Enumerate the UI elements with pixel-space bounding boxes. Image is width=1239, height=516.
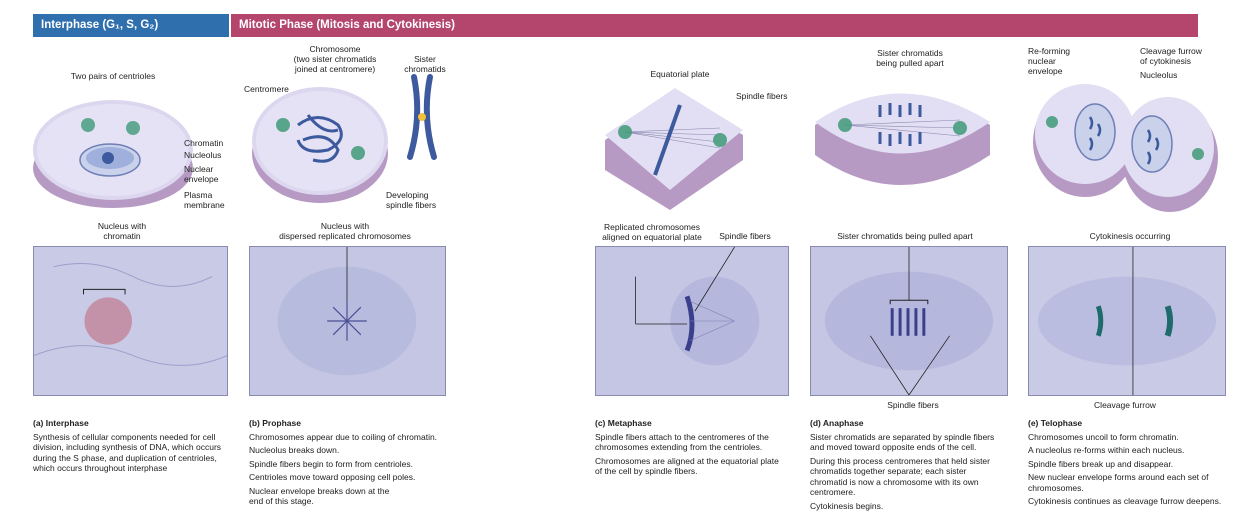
caption-line: New nuclear envelope forms around each s… — [1028, 472, 1209, 493]
anaphase-micrograph — [810, 246, 1008, 396]
caption-line: Spindle fibers begin to form from centri… — [249, 458, 413, 469]
label-reforming-nuclear-envelope: Re-forming nuclear envelope — [1028, 46, 1071, 76]
caption-line: Synthesis of cellular components needed … — [33, 431, 222, 474]
caption-title: (c) Metaphase — [595, 418, 652, 428]
sister-chromatids-icon — [407, 74, 437, 160]
caption-title: (e) Telophase — [1028, 418, 1083, 428]
prophase-cell-illustration — [252, 87, 388, 203]
label-sister-pulled-apart-micro: Sister chromatids being pulled apart — [837, 231, 973, 241]
telophase-cell-illustration — [1033, 84, 1218, 212]
interphase-micrograph — [33, 246, 228, 396]
label-sister-chromatids: Sister chromatids — [404, 54, 446, 74]
caption-line: During this process centromeres that hel… — [810, 455, 990, 498]
mitotic-phase-header: Mitotic Phase (Mitosis and Cytokinesis) — [231, 14, 1198, 37]
caption-line: Sister chromatids are separated by spind… — [810, 431, 995, 453]
caption-line: Spindle fibers break up and disappear. — [1028, 458, 1174, 469]
caption-line: A nucleolus re-forms within each nucleus… — [1028, 445, 1185, 455]
caption-line: Cytokinesis begins. — [810, 500, 884, 511]
caption-metaphase: (c) Metaphase Spindle fibers attach to t… — [595, 418, 805, 480]
label-plasma-membrane: Plasma membrane — [184, 190, 225, 210]
label-cleavage-furrow: Cleavage furrow — [1094, 400, 1156, 410]
caption-telophase: (e) Telophase Chromosomes uncoil to form… — [1028, 418, 1238, 510]
caption-line: Nuclear envelope breaks down at the end … — [249, 485, 390, 507]
caption-line: Chromosomes uncoil to form chromatin. — [1028, 431, 1179, 442]
caption-line: Spindle fibers attach to the centromeres… — [595, 431, 769, 453]
caption-line: Chromosomes are aligned at the equatoria… — [595, 455, 779, 477]
metaphase-micrograph — [595, 246, 789, 396]
label-centromere: Centromere — [244, 84, 289, 94]
label-nucleolus-e: Nucleolus — [1140, 70, 1178, 80]
centriole-icon — [81, 118, 140, 135]
caption-title: (a) Interphase — [33, 418, 89, 428]
telophase-micrograph — [1028, 246, 1226, 396]
caption-title: (b) Prophase — [249, 418, 301, 428]
label-nucleus-dispersed: Nucleus with dispersed replicated chromo… — [279, 221, 411, 241]
label-chromosome: Chromosome (two sister chromatids joined… — [293, 44, 377, 74]
label-sister-pulled-apart-top: Sister chromatids being pulled apart — [876, 48, 944, 68]
caption-title: (d) Anaphase — [810, 418, 864, 428]
caption-line: Chromosomes appear due to coiling of chr… — [249, 431, 438, 442]
label-two-pairs-centrioles: Two pairs of centrioles — [70, 71, 156, 81]
label-nucleolus-a: Nucleolus — [184, 150, 222, 160]
caption-anaphase: (d) Anaphase Sister chromatids are separ… — [810, 418, 1025, 514]
interphase-header: Interphase (G₁, S, G₂) — [33, 14, 229, 37]
label-cytokinesis-occurring: Cytokinesis occurring — [1089, 231, 1171, 241]
label-cleavage-furrow-cytokinesis: Cleavage furrow of cytokinesis — [1140, 46, 1202, 66]
caption-line: Cytokinesis continues as cleavage furrow… — [1028, 496, 1222, 506]
caption-line: Nucleolus breaks down. — [249, 445, 340, 455]
caption-prophase: (b) Prophase Chromosomes appear due to c… — [249, 418, 469, 510]
prophase-micrograph — [249, 246, 446, 396]
interphase-cell-illustration — [33, 100, 193, 208]
label-spindle-fibers-c2: Spindle fibers — [719, 231, 771, 241]
label-developing-spindle-fibers: Developing spindle fibers — [386, 190, 437, 210]
anaphase-cell-illustration — [815, 93, 990, 185]
label-chromatin: Chromatin — [184, 138, 224, 148]
label-nucleus-with-chromatin: Nucleus with chromatin — [97, 221, 147, 241]
label-equatorial-plate: Equatorial plate — [650, 69, 710, 79]
caption-interphase: (a) Interphase Synthesis of cellular com… — [33, 418, 243, 477]
metaphase-cell-illustration — [605, 88, 743, 210]
label-replicated-chromosomes: Replicated chromosomes aligned on equato… — [602, 222, 702, 242]
label-spindle-fibers-c: Spindle fibers — [736, 91, 788, 101]
label-nuclear-envelope: Nuclear envelope — [184, 164, 219, 184]
caption-line: Centrioles move toward opposing cell pol… — [249, 472, 416, 482]
label-spindle-fibers-d: Spindle fibers — [887, 400, 939, 410]
